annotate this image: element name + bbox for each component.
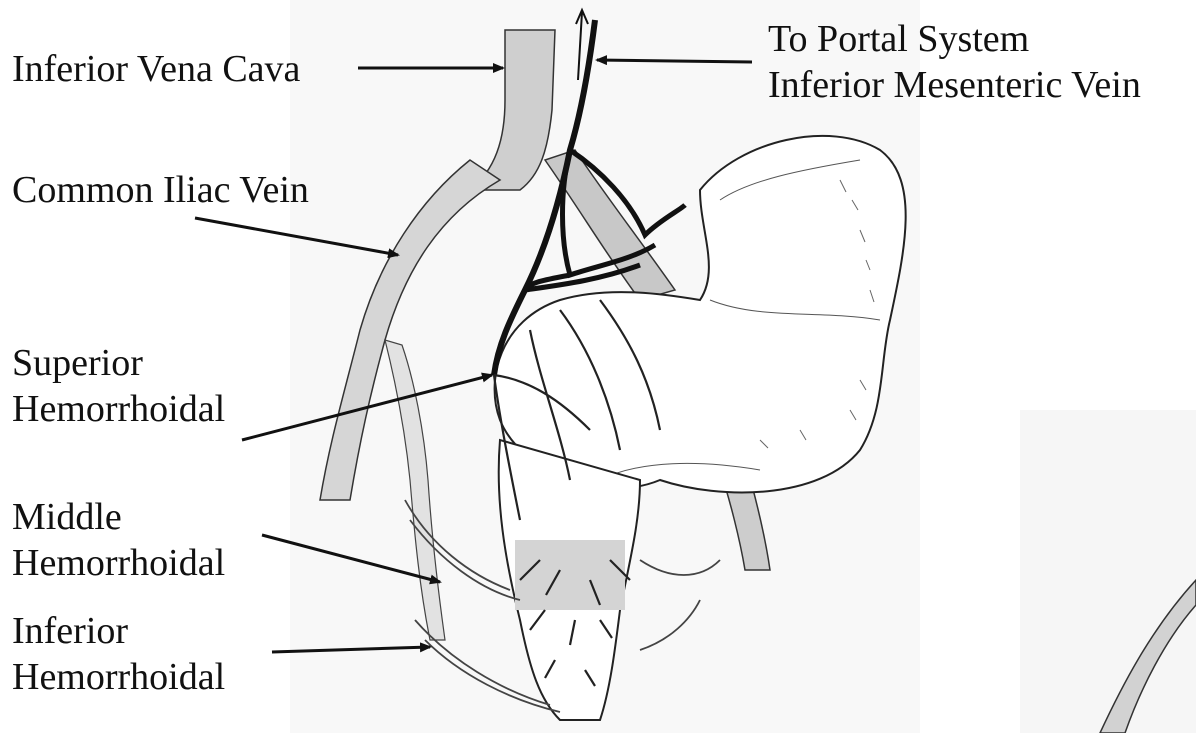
rectal-shaded-band — [515, 540, 625, 610]
label-portal-line1: To Portal System — [768, 16, 1141, 62]
label-inferior-vena-cava-text: Inferior Vena Cava — [12, 46, 300, 92]
background-panel-right — [1020, 410, 1196, 733]
label-inferior-line1: Inferior — [12, 608, 225, 654]
label-common-iliac-text: Common Iliac Vein — [12, 167, 309, 213]
label-inferior-line2: Hemorrhoidal — [12, 654, 225, 700]
label-inferior-hemorrhoidal: Inferior Hemorrhoidal — [12, 608, 225, 700]
label-inferior-vena-cava: Inferior Vena Cava — [12, 46, 300, 92]
label-superior-line1: Superior — [12, 340, 225, 386]
label-superior-hemorrhoidal: Superior Hemorrhoidal — [12, 340, 225, 432]
label-portal-system: To Portal System Inferior Mesenteric Vei… — [768, 16, 1141, 108]
label-superior-line2: Hemorrhoidal — [12, 386, 225, 432]
label-middle-hemorrhoidal: Middle Hemorrhoidal — [12, 494, 225, 586]
label-common-iliac-vein: Common Iliac Vein — [12, 167, 309, 213]
label-middle-line2: Hemorrhoidal — [12, 540, 225, 586]
arrow-portal-system — [597, 60, 752, 62]
label-portal-line2: Inferior Mesenteric Vein — [768, 62, 1141, 108]
label-middle-line1: Middle — [12, 494, 225, 540]
